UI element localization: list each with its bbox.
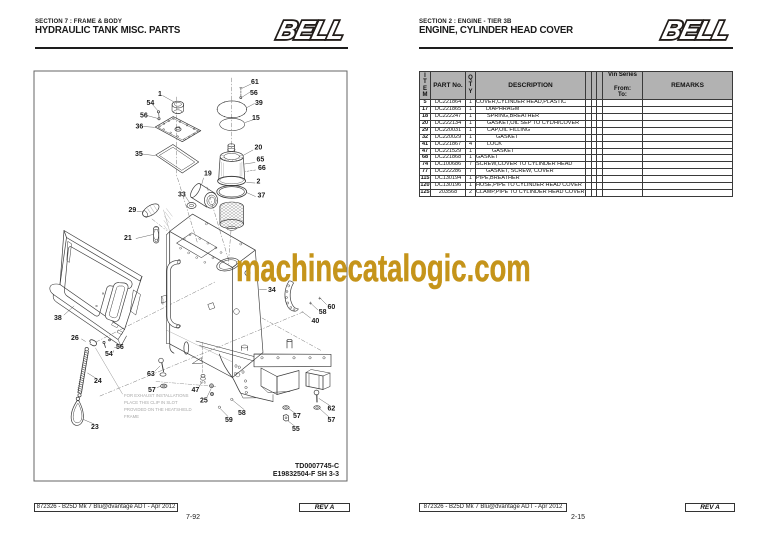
svg-text:61: 61 [251,79,259,86]
svg-text:56: 56 [140,113,148,120]
svg-text:55: 55 [292,426,300,433]
svg-text:39: 39 [255,100,263,107]
svg-text:63: 63 [147,371,155,378]
svg-text:47: 47 [192,387,200,394]
svg-text:2: 2 [257,179,261,186]
svg-text:60: 60 [328,304,336,311]
svg-text:19: 19 [204,171,212,178]
svg-text:58: 58 [238,410,246,417]
svg-text:BELL: BELL [659,15,732,45]
svg-text:56: 56 [116,344,124,351]
svg-text:29: 29 [129,207,137,214]
svg-text:40: 40 [312,318,320,325]
svg-text:21: 21 [124,235,132,242]
svg-text:36: 36 [136,124,144,131]
svg-text:PROVIDED ON THE HEATSHIELD: PROVIDED ON THE HEATSHIELD [124,407,192,412]
svg-text:59: 59 [225,417,233,424]
svg-text:56: 56 [250,90,258,97]
svg-text:PLACE THIS CLIP IN SLOT: PLACE THIS CLIP IN SLOT [124,400,178,405]
svg-text:N-6: N-6 [200,381,206,385]
svg-text:BELL: BELL [274,15,347,45]
svg-text:20: 20 [255,145,263,152]
svg-text:66: 66 [258,165,266,172]
svg-text:33: 33 [178,192,186,199]
svg-text:1: 1 [158,91,162,98]
svg-text:62: 62 [328,406,336,413]
svg-text:23: 23 [91,424,99,431]
svg-text:15: 15 [252,115,260,122]
svg-text:BELL: BELL [274,15,347,45]
svg-text:25: 25 [200,398,208,405]
svg-text:34: 34 [268,287,276,294]
svg-text:E19832504-F SH 3-3: E19832504-F SH 3-3 [273,471,339,478]
svg-text:FOR EXHAUST INSTALLATIONS: FOR EXHAUST INSTALLATIONS [124,393,189,398]
svg-text:57: 57 [328,417,336,424]
svg-text:57: 57 [293,413,301,420]
svg-text:65: 65 [257,157,265,164]
svg-text:TD0007745-C: TD0007745-C [295,463,339,470]
svg-text:54: 54 [105,351,113,358]
svg-text:37: 37 [258,193,266,200]
svg-text:26: 26 [71,335,79,342]
svg-text:BELL: BELL [659,15,732,45]
svg-text:35: 35 [135,151,143,158]
svg-text:24: 24 [94,378,102,385]
svg-text:58: 58 [319,309,327,316]
svg-text:54: 54 [147,100,155,107]
svg-text:57: 57 [148,387,156,394]
svg-text:FRAME: FRAME [124,414,139,419]
svg-text:38: 38 [54,315,62,322]
